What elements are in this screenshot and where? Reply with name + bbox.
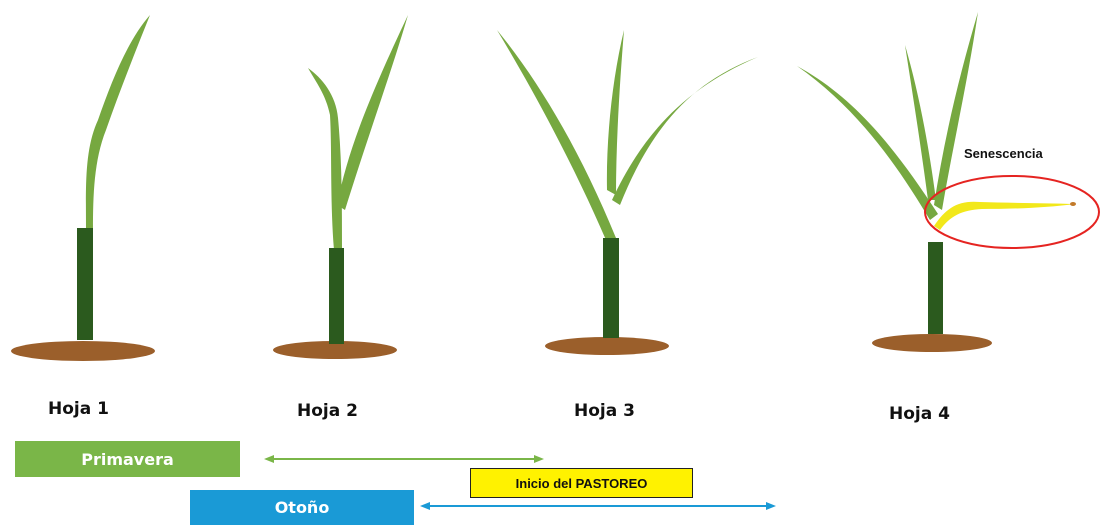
plant-3 — [497, 30, 758, 355]
stem-2 — [329, 248, 344, 344]
leaf-2b-blade — [337, 15, 408, 210]
leaf-3b-blade — [607, 30, 624, 195]
leaf-1-blade — [86, 15, 150, 230]
plant-4 — [797, 12, 1099, 352]
leaf-4a-blade — [797, 66, 938, 220]
leaf-3a-blade — [497, 30, 616, 240]
soil-patch-4 — [872, 334, 992, 352]
stem-4 — [928, 242, 943, 334]
leaf-label-1: Hoja 1 — [48, 399, 109, 419]
soil-patch-1 — [11, 341, 155, 361]
senescent-leaf-tip — [1070, 202, 1076, 206]
autumn-arrow — [420, 502, 776, 510]
soil-patch-3 — [545, 337, 669, 355]
plant-2 — [273, 15, 408, 359]
leaf-2a-blade — [308, 68, 342, 250]
autumn-box: Otoño — [190, 490, 414, 525]
stem-1 — [77, 228, 93, 340]
leaf-label-2: Hoja 2 — [297, 401, 358, 421]
plant-1 — [11, 15, 155, 361]
leaf-label-4: Hoja 4 — [889, 404, 950, 424]
grazing-start-box: Inicio del PASTOREO — [470, 468, 693, 498]
stem-3 — [603, 238, 619, 338]
leaf-label-3: Hoja 3 — [574, 401, 635, 421]
spring-arrow — [264, 455, 544, 463]
leaf-3c-blade — [612, 57, 758, 205]
senescent-leaf — [934, 202, 1075, 230]
senescence-label: Senescencia — [964, 146, 1043, 161]
spring-box: Primavera — [15, 441, 240, 477]
